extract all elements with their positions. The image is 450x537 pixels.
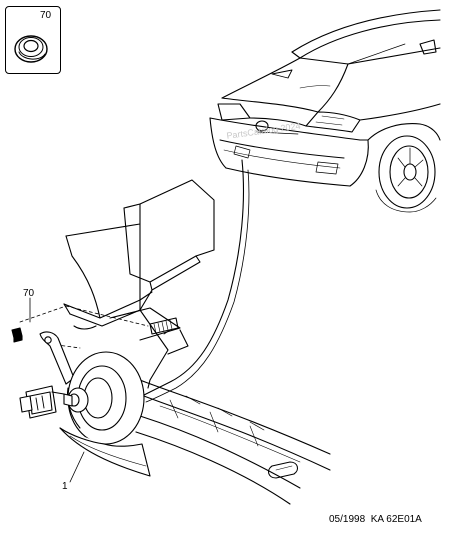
diagram-reference-code: 05/1998 KA 62E01A xyxy=(329,514,422,525)
callout-label-nut: 70 xyxy=(23,288,35,299)
horn-bracket xyxy=(63,291,153,330)
body-panel xyxy=(65,179,215,389)
car-front-illustration xyxy=(209,9,441,213)
inset-part-number: 70 xyxy=(40,10,52,21)
callout-1-leader xyxy=(69,451,85,483)
callout-label-horn: 1 xyxy=(62,481,68,492)
wiring-harness xyxy=(141,159,245,397)
floor-sill-panel xyxy=(135,379,331,505)
assembly-guide-lines xyxy=(19,305,149,349)
parts-inset-frame xyxy=(5,6,61,74)
nut-part xyxy=(11,327,23,343)
grommet-icon xyxy=(14,35,48,63)
stud-bolt xyxy=(149,317,179,335)
horn xyxy=(19,331,151,477)
